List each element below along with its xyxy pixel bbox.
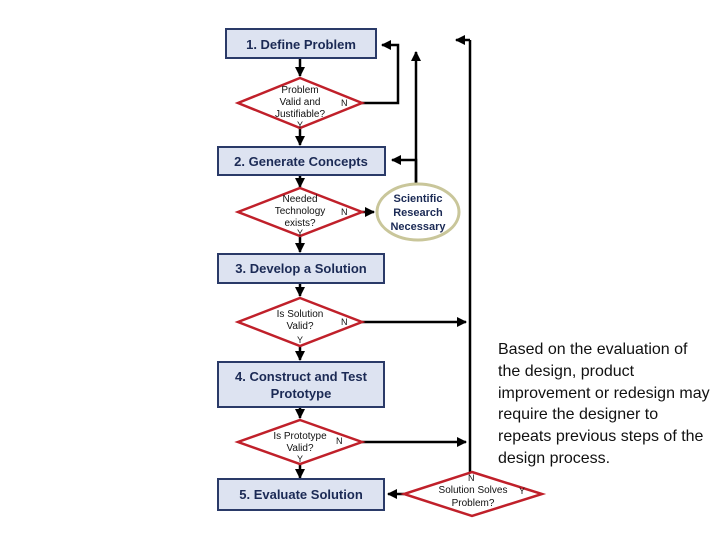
decision-technology-line-2: Technology [275,206,326,217]
decision-prototype-line-2: Valid? [286,443,313,454]
step-develop-label: 3. Develop a Solution [235,261,367,276]
step-construct-label-1: 4. Construct and Test [235,369,368,384]
decision-prototype-valid: Is Prototype Valid? N Y [234,418,366,466]
step-define-problem: 1. Define Problem [225,28,377,59]
decision-technology-line-3: exists? [284,218,316,229]
decision-problem-line-2: Valid and [280,97,321,108]
decision-technology-line-1: Needed [282,194,317,205]
decision-solution-solves-problem: Solution Solves Problem? N Y [399,470,547,518]
label-no: N [341,207,348,217]
research-necessary-node: Scientific Research Necessary [375,182,461,242]
label-yes: Y [297,228,303,238]
evaluation-note: Based on the evaluation of the design, p… [498,341,710,467]
step-construct-label-2: Prototype [271,386,332,401]
label-no: N [336,436,343,446]
decision-problem-valid: Problem Valid and Justifiable? N Y [234,76,366,130]
research-line-1: Scientific [394,193,443,205]
research-line-3: Necessary [390,221,446,233]
decision-solution-line-2: Valid? [286,321,313,332]
label-no: N [341,317,348,327]
decision-technology-exists: Needed Technology exists? N Y [234,186,366,238]
decision-solves-line-1: Solution Solves [439,485,508,496]
step-generate-concepts: 2. Generate Concepts [217,146,386,176]
step-define-label: 1. Define Problem [246,37,356,52]
research-line-2: Research [393,207,443,219]
decision-problem-line-3: Justifiable? [275,109,325,120]
step-develop-solution: 3. Develop a Solution [217,253,385,284]
decision-solves-line-2: Problem? [452,498,495,509]
label-no: N [468,473,475,483]
decision-solution-line-1: Is Solution [277,309,324,320]
decision-prototype-line-1: Is Prototype [273,431,327,442]
step-generate-label: 2. Generate Concepts [234,154,368,169]
label-yes: Y [297,120,303,130]
decision-problem-line-1: Problem [281,85,318,96]
label-yes: Y [519,486,525,496]
label-yes: Y [297,454,303,464]
step-evaluate-label: 5. Evaluate Solution [239,487,363,502]
step-evaluate-solution: 5. Evaluate Solution [217,478,385,511]
feedback-lines [387,35,472,499]
label-no: N [341,98,348,108]
decision-solution-valid: Is Solution Valid? N Y [234,296,366,348]
step-construct-prototype: 4. Construct and Test Prototype [217,361,385,408]
label-yes: Y [297,335,303,345]
